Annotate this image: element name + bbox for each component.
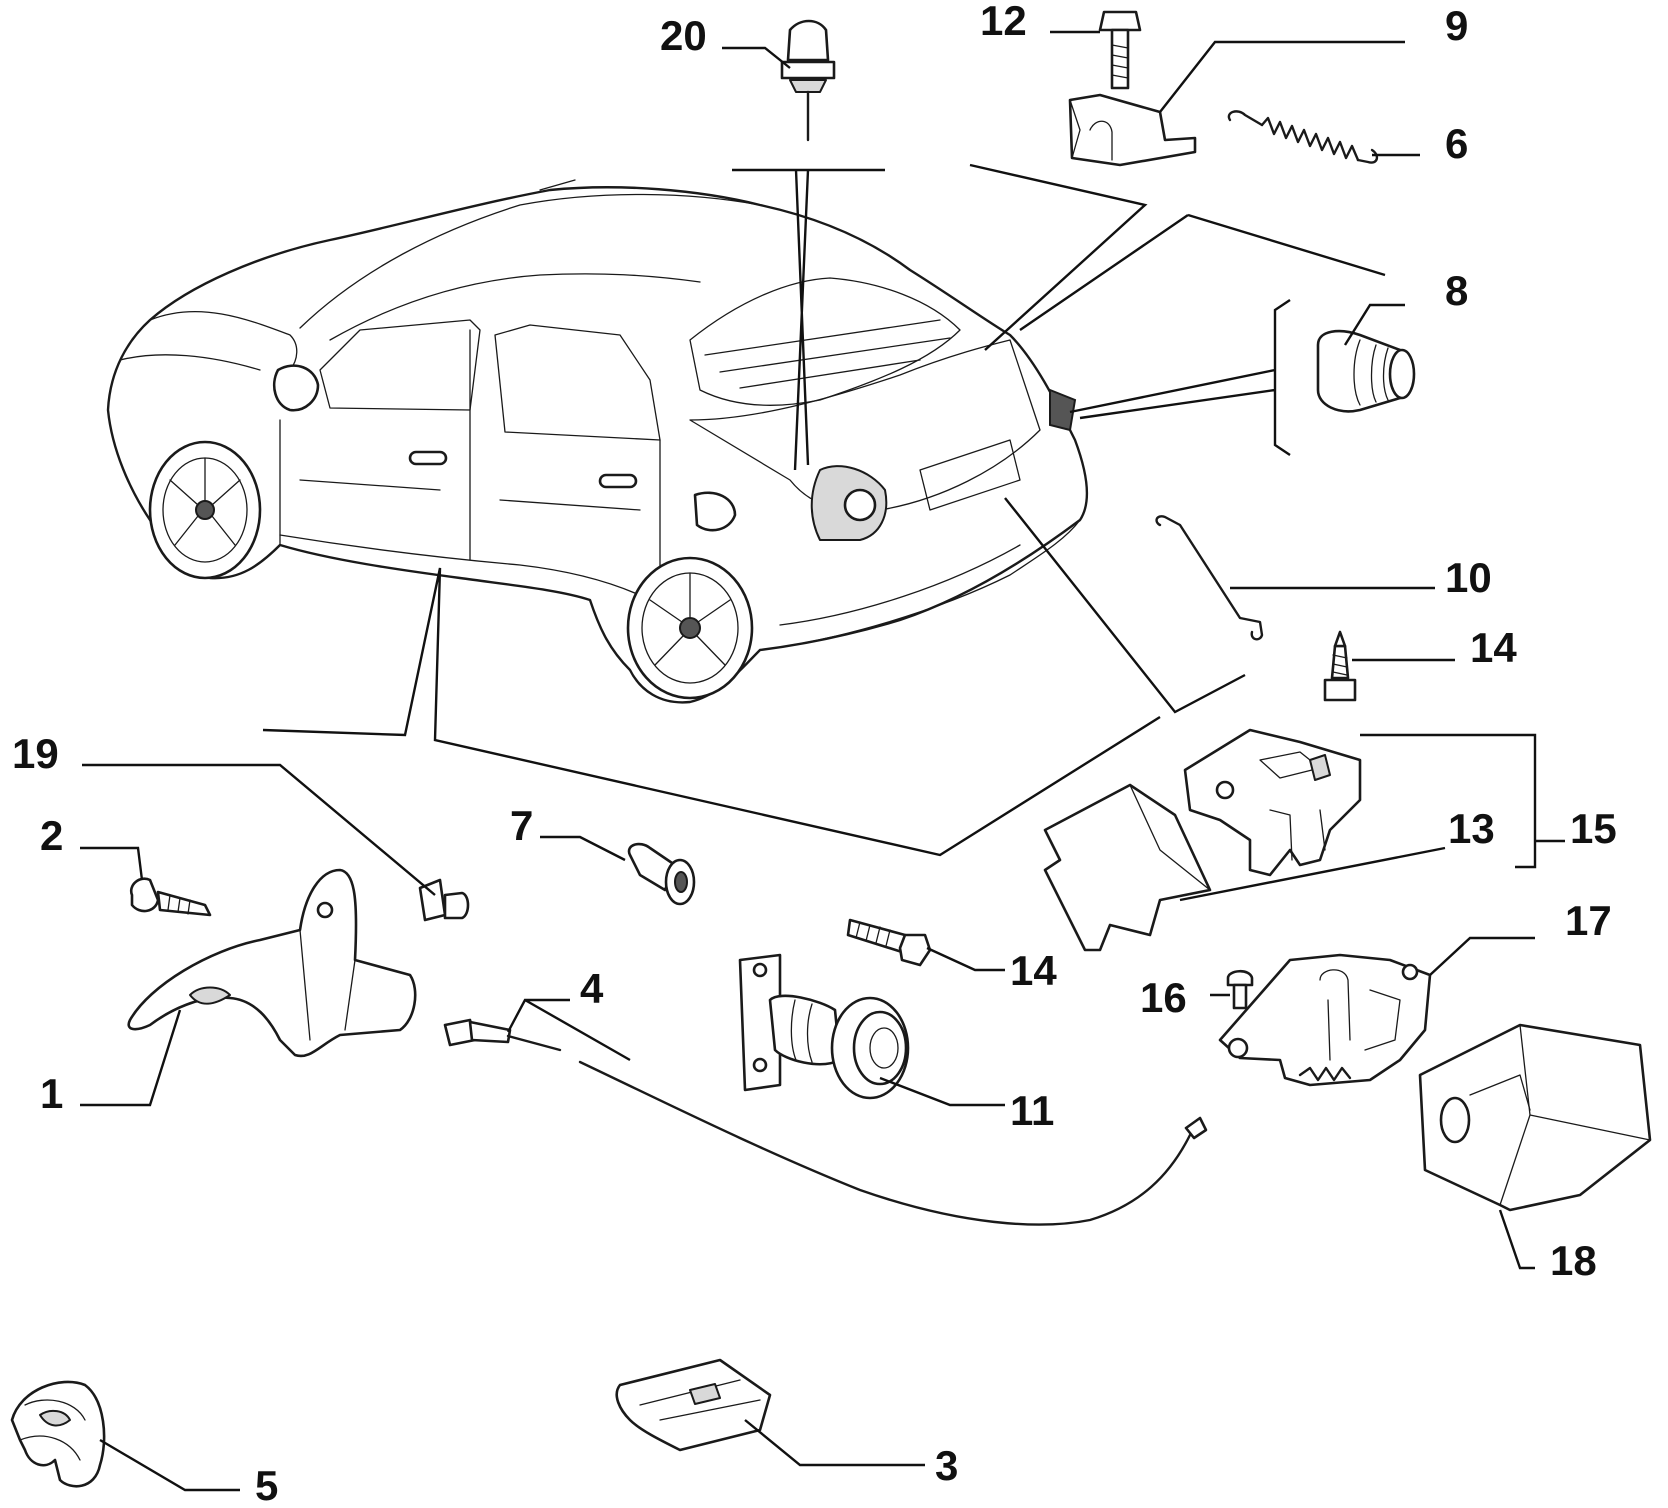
part-17-latch bbox=[1218, 953, 1432, 1087]
callout-7: 7 bbox=[510, 802, 533, 849]
part-13-hinge-assembly bbox=[1043, 728, 1362, 952]
callout-5: 5 bbox=[255, 1462, 278, 1508]
callout-14-upper: 14 bbox=[1470, 624, 1517, 671]
callout-6: 6 bbox=[1445, 120, 1468, 167]
part-16-bolt bbox=[1226, 969, 1254, 1010]
car-illustration bbox=[106, 179, 1089, 704]
part-3-spring-clip bbox=[615, 1358, 772, 1452]
callout-8: 8 bbox=[1445, 267, 1468, 314]
callout-13: 13 bbox=[1448, 805, 1495, 852]
part-6-spring bbox=[1227, 110, 1379, 164]
part-7-plug bbox=[627, 842, 696, 906]
callout-15: 15 bbox=[1570, 805, 1617, 852]
part-4-cable bbox=[443, 1018, 1208, 1226]
callout-20: 20 bbox=[660, 12, 707, 59]
part-8-buffer bbox=[1316, 329, 1416, 413]
callout-2: 2 bbox=[40, 812, 63, 859]
callout-17: 17 bbox=[1565, 897, 1612, 944]
part-2-screw bbox=[129, 877, 212, 917]
part-14-bolt-lower bbox=[846, 918, 932, 967]
part-9-bracket bbox=[1068, 93, 1197, 167]
callout-16: 16 bbox=[1140, 974, 1187, 1021]
callout-9: 9 bbox=[1445, 2, 1468, 49]
callout-1: 1 bbox=[40, 1070, 63, 1117]
callout-labels: 20 12 9 6 8 10 14 19 2 7 13 15 14 4 16 1… bbox=[12, 0, 1617, 1508]
callout-12: 12 bbox=[980, 0, 1027, 44]
callout-10: 10 bbox=[1445, 554, 1492, 601]
callout-14-lower: 14 bbox=[1010, 947, 1057, 994]
part-20-antenna bbox=[780, 19, 836, 142]
part-5-clamp bbox=[10, 1380, 106, 1488]
callout-19: 19 bbox=[12, 730, 59, 777]
callout-11: 11 bbox=[1010, 1087, 1054, 1134]
callout-18: 18 bbox=[1550, 1237, 1597, 1284]
part-10-rod bbox=[1155, 515, 1264, 641]
part-19-clip bbox=[418, 878, 470, 922]
part-18-cover bbox=[1418, 1023, 1652, 1212]
part-12-bolt bbox=[1098, 10, 1142, 90]
callout-3: 3 bbox=[935, 1442, 958, 1489]
callout-4: 4 bbox=[580, 965, 604, 1012]
part-14-screw-upper bbox=[1323, 630, 1357, 702]
part-1-release-lever bbox=[127, 868, 417, 1058]
part-11-lock-cylinder bbox=[738, 953, 910, 1100]
leader-lines bbox=[80, 30, 1565, 1492]
